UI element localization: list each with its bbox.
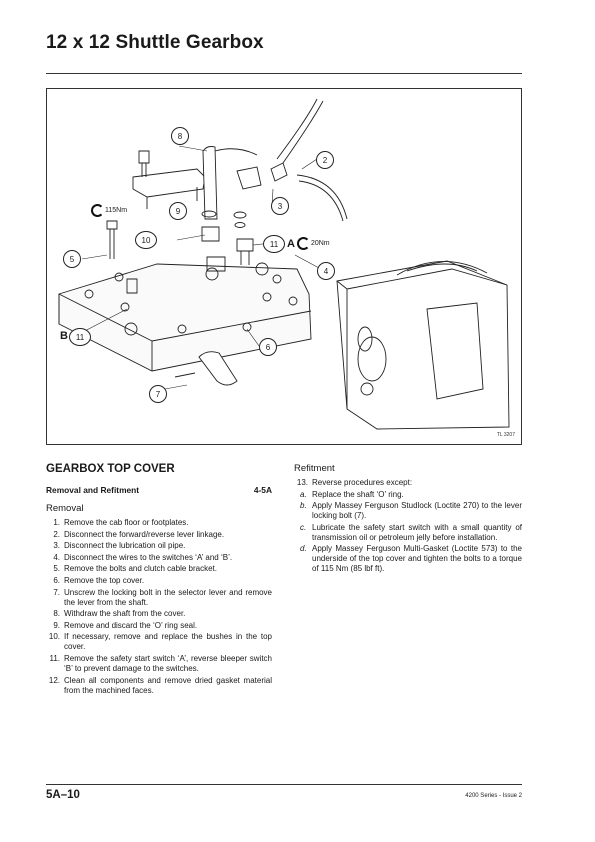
gearbox-housing bbox=[336, 260, 510, 430]
list-item: d.Apply Massey Ferguson Multi-Gasket (Lo… bbox=[300, 544, 522, 574]
exploded-diagram: 8 2 3 9 10 11 5 4 11 6 7 115Nm A 20Nm B … bbox=[46, 88, 522, 445]
list-item: 8.Withdraw the shaft from the cover. bbox=[53, 609, 186, 619]
page-title: 12 x 12 Shuttle Gearbox bbox=[46, 32, 264, 53]
callout-3: 3 bbox=[271, 197, 289, 215]
subheading: Removal and Refitment 4-5A bbox=[46, 485, 272, 495]
removal-heading: Removal bbox=[46, 503, 84, 514]
callout-7: 7 bbox=[149, 385, 167, 403]
torque-label-20: A 20Nm bbox=[287, 237, 330, 250]
switch-a-label: A bbox=[287, 237, 295, 250]
oil-pipe bbox=[276, 98, 324, 164]
selector-shaft bbox=[202, 146, 218, 220]
callout-11-bottom: 11 bbox=[69, 328, 91, 346]
list-item: 9.Remove and discard the ‘O’ ring seal. bbox=[53, 620, 198, 630]
left-column: GEARBOX TOP COVER Removal and Refitment … bbox=[46, 463, 272, 697]
list-item: b.Apply Massey Ferguson Studlock (Loctit… bbox=[300, 501, 522, 521]
callout-6: 6 bbox=[259, 338, 277, 356]
refitment-heading: Refitment bbox=[294, 463, 335, 474]
refitment-steps: 13. Reverse procedures except: bbox=[294, 478, 522, 488]
footer-rule bbox=[46, 784, 522, 785]
subheading-code: 4-5A bbox=[253, 485, 272, 495]
cable-bracket bbox=[132, 168, 206, 198]
list-item: 6.Remove the top cover. bbox=[53, 575, 145, 585]
cover-bolt bbox=[106, 220, 118, 259]
torque-icon bbox=[91, 204, 104, 217]
list-item: a.Replace the shaft ‘O’ ring. bbox=[300, 489, 404, 499]
removal-steps: 1.Remove the cab floor or footplates. 2.D… bbox=[46, 518, 272, 696]
right-column: Refitment 13. Reverse procedures except:… bbox=[294, 463, 522, 576]
callout-11-top: 11 bbox=[263, 235, 285, 253]
switch-a bbox=[236, 238, 254, 265]
list-item: 5.Remove the bolts and clutch cable brac… bbox=[53, 564, 217, 574]
switch-b-label: B bbox=[60, 330, 68, 342]
series-issue: 4200 Series - Issue 2 bbox=[465, 793, 522, 799]
switch-b bbox=[126, 278, 138, 294]
selector-lever bbox=[198, 351, 238, 386]
refitment-sub-steps: a.Replace the shaft ‘O’ ring. b.Apply Mas… bbox=[294, 490, 522, 575]
plate-holes bbox=[84, 262, 298, 336]
list-item: 4.Disconnect the wires to the switches ‘… bbox=[53, 552, 233, 562]
bracket-bolt bbox=[138, 150, 150, 177]
pipe-union bbox=[236, 166, 262, 190]
list-item: 1.Remove the cab floor or footplates. bbox=[53, 518, 189, 527]
diagram-drawing bbox=[58, 98, 510, 430]
section-title: GEARBOX TOP COVER bbox=[46, 463, 175, 475]
list-item: c.Lubricate the safety start switch with… bbox=[300, 522, 522, 542]
bushes bbox=[201, 226, 226, 272]
callout-4: 4 bbox=[317, 262, 335, 280]
page-number: 5A–10 bbox=[46, 789, 80, 801]
figure-reference: TL 3207 bbox=[496, 432, 515, 438]
list-item: 7.Unscrew the locking bolt in the select… bbox=[53, 587, 272, 607]
list-item: 10.If necessary, remove and replace the … bbox=[48, 632, 272, 652]
callout-2: 2 bbox=[316, 151, 334, 169]
callout-10: 10 bbox=[135, 231, 157, 249]
list-item: 2.Disconnect the forward/reverse lever l… bbox=[53, 529, 225, 539]
list-item: 3.Disconnect the lubrication oil pipe. bbox=[53, 541, 186, 551]
o-ring bbox=[201, 210, 217, 218]
callout-9: 9 bbox=[169, 202, 187, 220]
list-item: 12.Clean all components and remove dried… bbox=[48, 675, 272, 695]
header-rule bbox=[46, 73, 522, 74]
callout-8: 8 bbox=[171, 127, 189, 145]
torque-icon bbox=[296, 237, 310, 250]
list-item: 11.Remove the safety start switch ‘A’, r… bbox=[49, 653, 272, 673]
list-item: 13. Reverse procedures except: bbox=[296, 478, 413, 487]
torque-label-115: 115Nm bbox=[91, 204, 127, 217]
callout-5: 5 bbox=[63, 250, 81, 268]
